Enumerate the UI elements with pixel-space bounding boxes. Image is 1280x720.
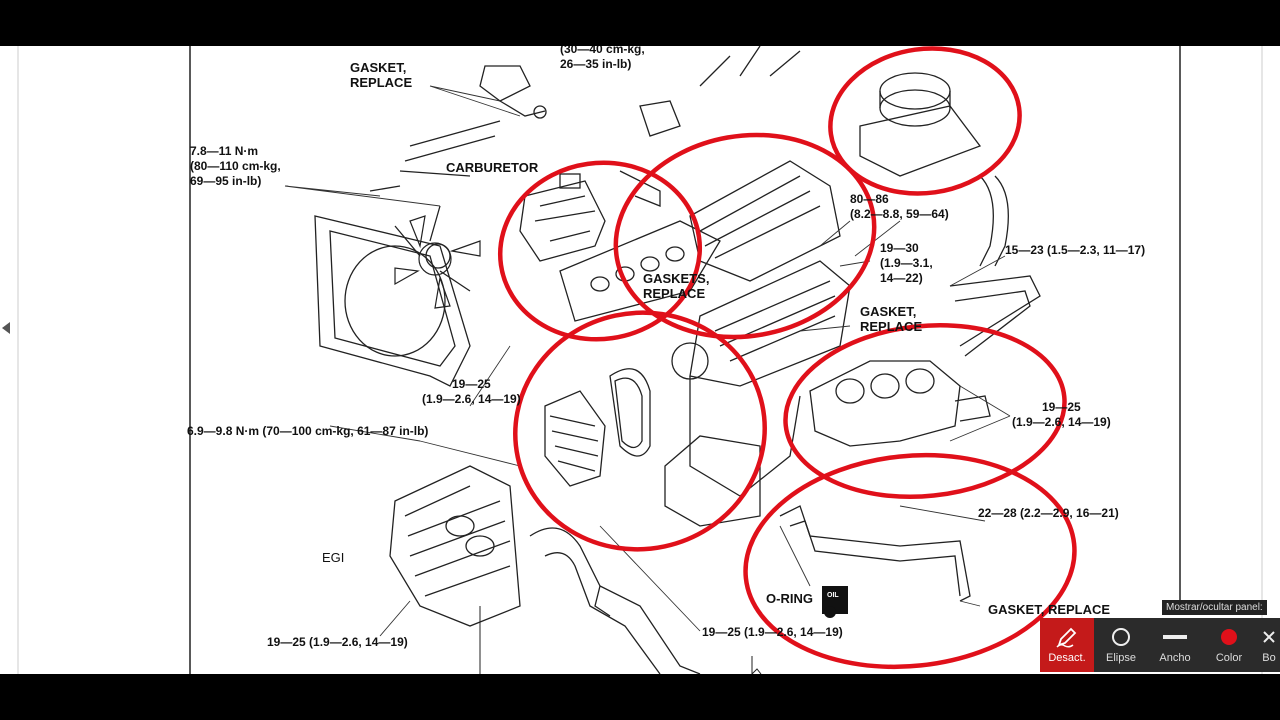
label-torque-fan: 7.8—11 N·m (80—110 cm-kg, 69—95 in-lb) (190, 144, 281, 188)
tool-label-disable: Desact. (1048, 652, 1086, 664)
pen-icon (1055, 622, 1079, 652)
label-gasket-replace-mid: GASKET, REPLACE (860, 304, 923, 334)
label-torque-19-25-bottom-mid: 19—25 (1.9—2.6, 14—19) (702, 625, 843, 639)
label-gaskets-replace: GASKETS, REPLACE (643, 271, 710, 301)
fan-shroud-drawing (314, 205, 471, 387)
egi-intake-drawing (389, 465, 521, 627)
label-torque-22-28: 22—28 (2.2—2.9, 16—21) (978, 506, 1119, 520)
oil-can-icon (822, 586, 848, 618)
line-width-button[interactable]: Ancho (1148, 618, 1202, 672)
ellipse-tool-button[interactable]: Elipse (1094, 618, 1148, 672)
fan-drawing (394, 215, 481, 309)
tool-label-width: Ancho (1159, 652, 1191, 664)
label-torque-15-23: 15—23 (1.5—2.3, 11—17) (1005, 243, 1146, 257)
close-icon (1259, 622, 1279, 652)
label-torque-top: (30—40 cm-kg, 26—35 in-lb) (560, 46, 645, 71)
label-torque-cover: 80—86 (8.2—8.8, 59—64) (850, 192, 949, 221)
disable-pen-button[interactable]: Desact. (1040, 618, 1094, 672)
valve-cover-drawing (639, 46, 841, 282)
intake-hose-drawing (529, 527, 701, 674)
color-dot-icon (1218, 622, 1240, 652)
label-carburetor: CARBURETOR (446, 160, 539, 175)
exhaust-manifold-drawing (809, 360, 991, 447)
label-oil: OIL (827, 592, 839, 599)
air-cleaner-drawing (859, 72, 1009, 267)
panel-toggle-tooltip[interactable]: Mostrar/ocultar panel: (1162, 600, 1267, 615)
leader-lines (284, 85, 1011, 637)
pipe-assembly-drawing (779, 275, 1041, 602)
ellipse-icon (1110, 622, 1132, 652)
close-toolbar-button[interactable]: Bo (1256, 618, 1280, 672)
label-torque-19-25-left: 19—25 (1.9—2.6, 14—19) (422, 377, 521, 406)
label-torque-6-9: 6.9—9.8 N·m (70—100 cm-kg, 61—87 in-lb) (187, 424, 429, 438)
carburetor-drawing (519, 170, 661, 262)
label-torque-19-30: 19—30 (1.9—3.1, 14—22) (880, 241, 933, 285)
tool-label-ellipse: Elipse (1106, 652, 1136, 664)
color-picker-button[interactable]: Color (1202, 618, 1256, 672)
annotation-toolbar: Desact. Elipse Ancho Color Bo (1040, 618, 1280, 672)
label-o-ring: O-RING (766, 591, 813, 606)
mouse-cursor-icon (751, 656, 762, 674)
label-gasket-replace-top: GASKET, REPLACE (350, 60, 413, 90)
label-egi: EGI (322, 550, 345, 565)
label-torque-19-25-right: 19—25 (1.9—2.6, 14—19) (1012, 400, 1111, 429)
intake-manifold-drawing (559, 220, 721, 322)
tool-label-color: Color (1215, 652, 1243, 664)
previous-page-arrow-icon[interactable] (2, 322, 10, 334)
line-width-icon (1162, 622, 1188, 652)
tool-label-close: Bo (1262, 652, 1276, 664)
red-annotation-circles (497, 46, 1077, 670)
document-page: GASKET, REPLACE (30—40 cm-kg, 26—35 in-l… (0, 46, 1280, 674)
harness-drawing (369, 65, 547, 192)
timing-cover-drawing (544, 368, 651, 487)
label-torque-19-25-bottom-left: 19—25 (1.9—2.6, 14—19) (267, 635, 408, 649)
engine-exploded-diagram (17, 46, 1263, 674)
label-gasket-replace-bottom: GASKET, REPLACE (988, 602, 1111, 617)
